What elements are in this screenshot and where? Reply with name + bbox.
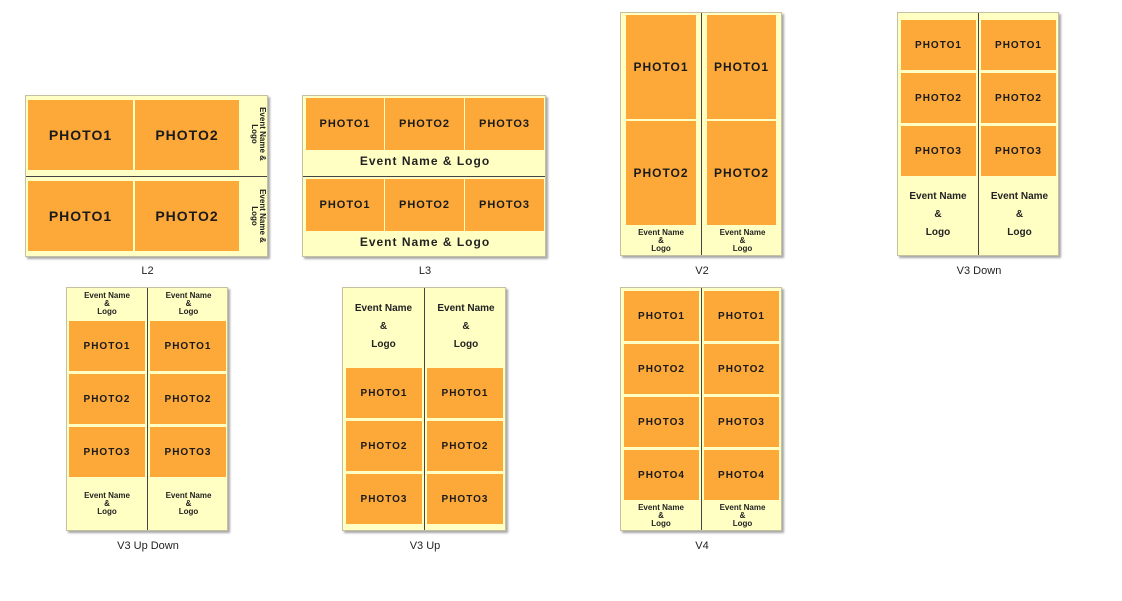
photo2-slot: PHOTO2	[704, 344, 779, 394]
layout-preview-v3-up-down[interactable]: Event Name & Logo PHOTO1 PHOTO2 PHOTO3 E…	[66, 287, 228, 531]
photo1-slot: PHOTO1	[306, 98, 384, 150]
layout-preview-v2[interactable]: PHOTO1 PHOTO2 Event Name & Logo PHOTO1 P…	[620, 12, 782, 256]
layout-caption: L3	[418, 265, 432, 277]
event-logo-label: Event Name & Logo	[84, 491, 130, 516]
photo2-slot: PHOTO2	[69, 374, 145, 424]
event-logo-label: Event Name & Logo	[719, 503, 766, 528]
photo3-slot: PHOTO3	[981, 126, 1056, 176]
layout-preview-v3-up[interactable]: Event Name & Logo PHOTO1 PHOTO2 PHOTO3 E…	[342, 287, 506, 531]
photo1-slot: PHOTO1	[981, 20, 1056, 70]
layout-caption: V4	[695, 540, 709, 552]
photo3-slot: PHOTO3	[901, 126, 976, 176]
photo2-slot: PHOTO2	[626, 121, 696, 225]
event-logo-label: Event Name & Logo	[84, 291, 130, 316]
event-logo-label: Event Name & Logo	[437, 303, 495, 350]
photo1-slot: PHOTO1	[306, 179, 384, 231]
layout-tile-v2[interactable]: PHOTO1 PHOTO2 Event Name & Logo PHOTO1 P…	[620, 12, 784, 280]
strip-divider	[701, 288, 702, 530]
photo4-slot: PHOTO4	[624, 450, 699, 500]
photo1-slot: PHOTO1	[150, 321, 226, 371]
photo2-slot: PHOTO2	[385, 179, 464, 231]
photo3-slot: PHOTO3	[69, 427, 145, 477]
layout-preview-v4[interactable]: PHOTO1 PHOTO2 PHOTO3 PHOTO4 Event Name &…	[620, 287, 782, 531]
layout-caption: V3 Up Down	[117, 540, 179, 552]
photo3-slot: PHOTO3	[465, 179, 544, 231]
event-logo-label: Event Name & Logo	[165, 491, 212, 516]
photo1-slot: PHOTO1	[427, 368, 503, 418]
photo2-slot: PHOTO2	[981, 73, 1056, 123]
layout-caption: V3 Up	[409, 540, 441, 552]
event-logo-label: Event Name & Logo	[638, 503, 684, 528]
strip-divider	[303, 176, 545, 177]
event-logo-label: Event Name & Logo	[990, 191, 1049, 238]
photo2-slot: PHOTO2	[135, 100, 239, 170]
photo4-slot: PHOTO4	[704, 450, 779, 500]
event-logo-label: Event Name & Logo	[354, 303, 413, 350]
photo2-slot: PHOTO2	[346, 421, 422, 471]
photo2-slot: PHOTO2	[385, 98, 464, 150]
layout-preview-v3-down[interactable]: PHOTO1 PHOTO2 PHOTO3 Event Name & Logo P…	[897, 12, 1059, 256]
event-logo-label: Event Name & Logo	[250, 189, 267, 243]
layout-caption: V3 Down	[956, 265, 1002, 277]
strip-divider	[978, 13, 979, 255]
photo3-slot: PHOTO3	[465, 98, 544, 150]
photo2-slot: PHOTO2	[624, 344, 699, 394]
photo3-slot: PHOTO3	[624, 397, 699, 447]
layout-caption: V2	[695, 265, 709, 277]
layout-preview-l3[interactable]: PHOTO1 PHOTO2 PHOTO3 Event Name & Logo P…	[302, 95, 546, 257]
strip-divider	[26, 176, 267, 177]
photo3-slot: PHOTO3	[346, 474, 422, 524]
event-logo-label: Event Name & Logo	[359, 235, 491, 249]
photo1-slot: PHOTO1	[28, 100, 133, 170]
layout-tile-l3[interactable]: PHOTO1 PHOTO2 PHOTO3 Event Name & Logo P…	[302, 95, 548, 280]
layout-tile-v3-up[interactable]: Event Name & Logo PHOTO1 PHOTO2 PHOTO3 E…	[342, 287, 508, 555]
layout-tile-l2[interactable]: PHOTO1 PHOTO2 Event Name & Logo PHOTO1 P…	[25, 95, 270, 280]
strip-divider	[424, 288, 425, 530]
photo2-slot: PHOTO2	[135, 181, 239, 251]
photo1-slot: PHOTO1	[626, 15, 696, 119]
photo3-slot: PHOTO3	[427, 474, 503, 524]
photo1-slot: PHOTO1	[346, 368, 422, 418]
event-logo-label: Event Name & Logo	[719, 228, 766, 253]
strip-divider	[147, 288, 148, 530]
layout-tile-v3-up-down[interactable]: Event Name & Logo PHOTO1 PHOTO2 PHOTO3 E…	[66, 287, 230, 555]
layout-tile-v4[interactable]: PHOTO1 PHOTO2 PHOTO3 PHOTO4 Event Name &…	[620, 287, 784, 555]
photo1-slot: PHOTO1	[707, 15, 776, 119]
photo3-slot: PHOTO3	[150, 427, 226, 477]
event-logo-label: Event Name & Logo	[359, 154, 491, 168]
photo1-slot: PHOTO1	[28, 181, 133, 251]
photo2-slot: PHOTO2	[427, 421, 503, 471]
photo2-slot: PHOTO2	[707, 121, 776, 225]
layout-tile-v3-down[interactable]: PHOTO1 PHOTO2 PHOTO3 Event Name & Logo P…	[897, 12, 1061, 280]
photo1-slot: PHOTO1	[901, 20, 976, 70]
event-logo-label: Event Name & Logo	[909, 191, 967, 238]
event-logo-label: Event Name & Logo	[638, 228, 684, 253]
event-logo-label: Event Name & Logo	[250, 107, 267, 161]
strip-divider	[701, 13, 702, 255]
photo3-slot: PHOTO3	[704, 397, 779, 447]
photo1-slot: PHOTO1	[624, 291, 699, 341]
layout-caption: L2	[141, 265, 154, 277]
event-logo-label: Event Name & Logo	[165, 291, 212, 316]
layout-preview-l2[interactable]: PHOTO1 PHOTO2 Event Name & Logo PHOTO1 P…	[25, 95, 268, 257]
photo1-slot: PHOTO1	[704, 291, 779, 341]
photo2-slot: PHOTO2	[150, 374, 226, 424]
photo2-slot: PHOTO2	[901, 73, 976, 123]
photo1-slot: PHOTO1	[69, 321, 145, 371]
